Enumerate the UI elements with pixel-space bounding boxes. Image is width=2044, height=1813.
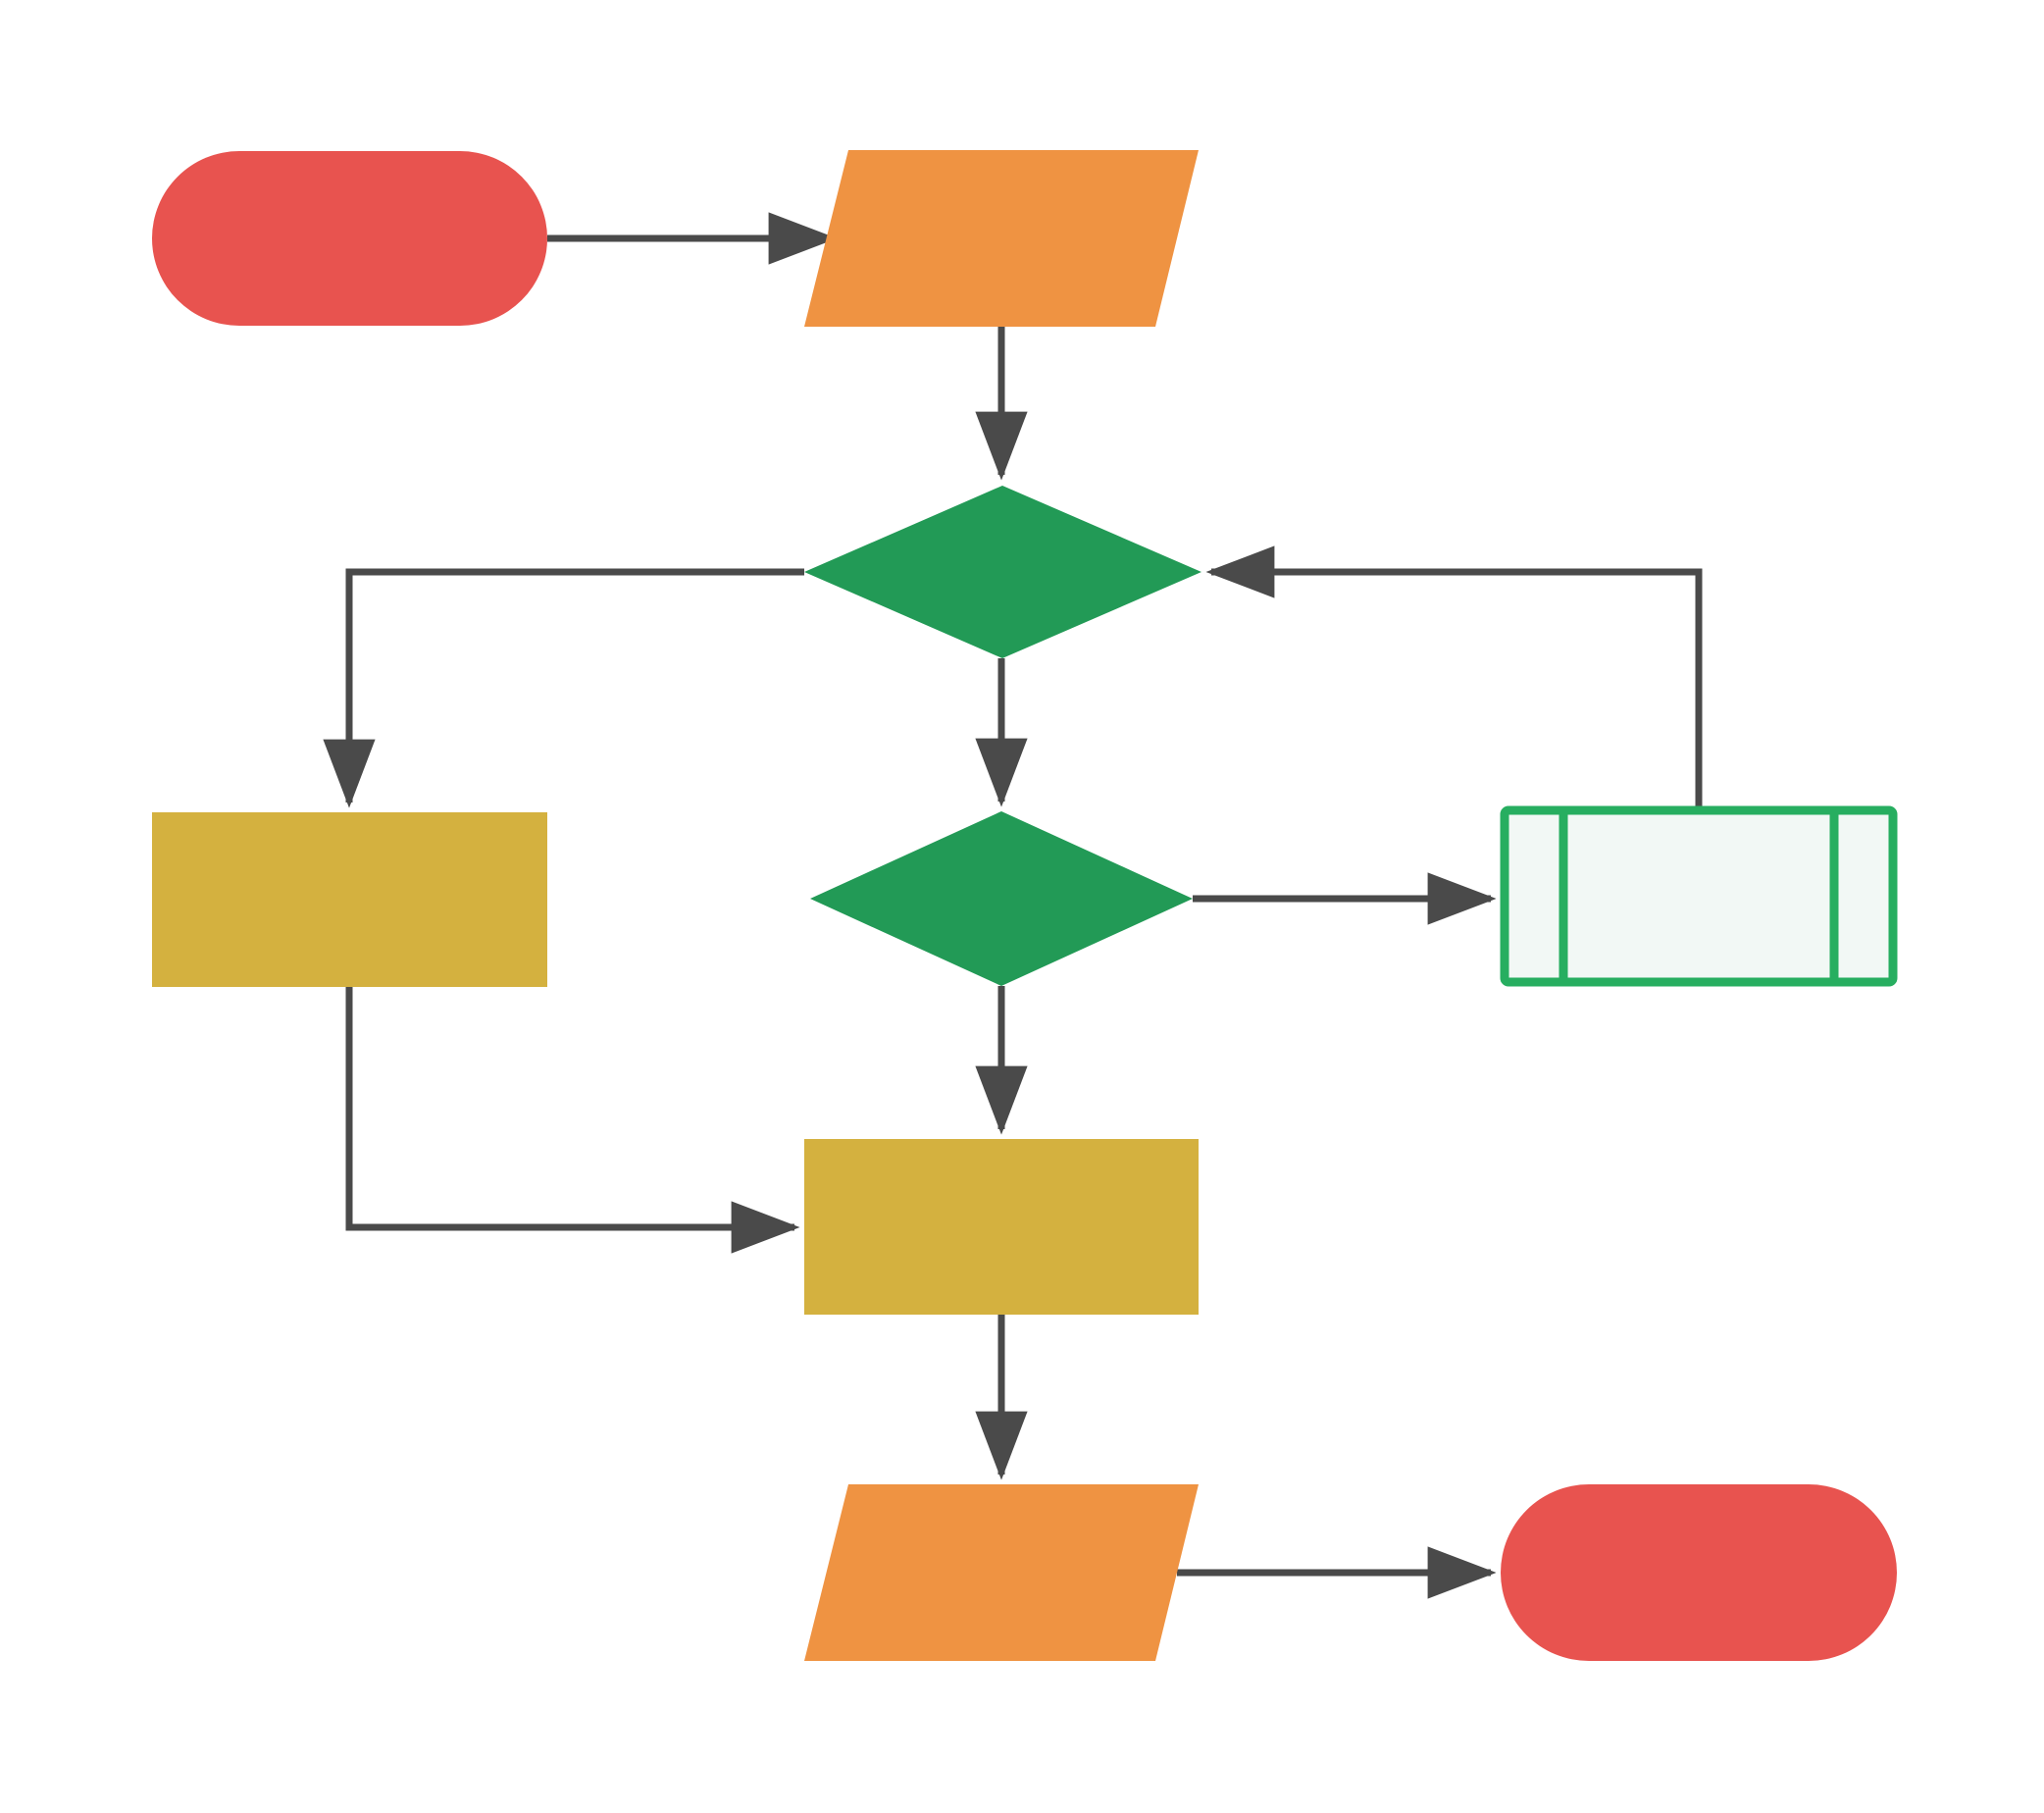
node-end-terminator[interactable] <box>1501 1484 1897 1661</box>
node-decision-1-diamond[interactable] <box>804 486 1201 658</box>
end-terminator-shape[interactable] <box>1501 1484 1897 1661</box>
input-parallelogram-shape[interactable] <box>804 150 1199 327</box>
node-process-1-rectangle[interactable] <box>152 812 547 987</box>
node-predefined-process[interactable] <box>1500 805 1898 987</box>
node-start-terminator[interactable] <box>152 151 547 326</box>
node-output-parallelogram[interactable] <box>804 1484 1199 1661</box>
process-1-rect-shape[interactable] <box>152 812 547 987</box>
edge-decision-1-to-process-1 <box>323 568 804 808</box>
edge-predefined-process-to-decision-1 <box>1205 545 1703 806</box>
node-input-parallelogram[interactable] <box>804 150 1199 327</box>
connector-layer <box>323 212 1703 1599</box>
node-process-2-rectangle[interactable] <box>804 1139 1199 1315</box>
node-decision-2-diamond[interactable] <box>810 811 1193 986</box>
decision-1-diamond-shape[interactable] <box>804 486 1201 658</box>
output-parallelogram-shape[interactable] <box>804 1484 1199 1661</box>
predefined-process-outer-shape[interactable] <box>1500 805 1898 987</box>
edge-process-1-to-process-2 <box>345 987 800 1254</box>
decision-2-diamond-shape[interactable] <box>810 811 1193 986</box>
start-terminator-shape[interactable] <box>152 151 547 326</box>
process-2-rect-shape[interactable] <box>804 1139 1199 1315</box>
